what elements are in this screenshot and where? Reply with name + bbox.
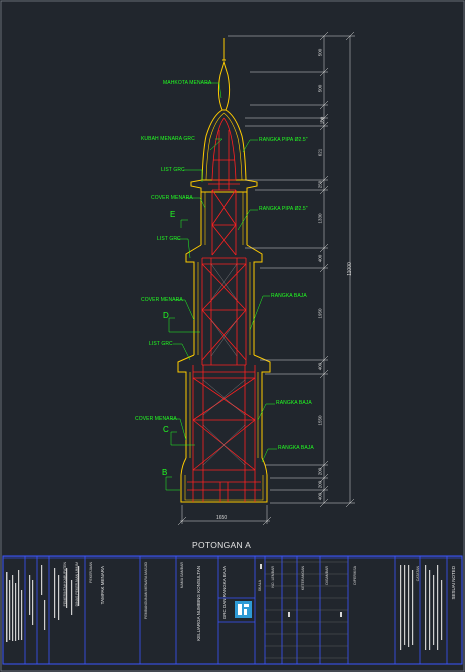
tb-konsultan: KELUARGA NUMBING KONSULTAN bbox=[196, 566, 201, 641]
tower-outline bbox=[177, 38, 271, 503]
tb-pekerjaan-label: PEKERJAAN bbox=[89, 562, 93, 583]
label-rangka-baja-middle: RANGKA BAJA bbox=[276, 400, 312, 406]
bracing-lines bbox=[202, 263, 246, 466]
dim-segment-4: 621 bbox=[317, 148, 323, 157]
label-kubah-menara: KUBAH MENARA GRC bbox=[141, 136, 195, 142]
dim-segment-10: 1550 bbox=[317, 415, 323, 426]
dim-segment-5: 250 bbox=[317, 180, 323, 189]
label-rangka-pipa-upper: RANGKA PIPA Ø2.5" bbox=[259, 137, 308, 143]
title-block bbox=[2, 555, 463, 665]
dim-segment-6: 1330 bbox=[317, 213, 323, 224]
label-rangka-baja-lower: RANGKA BAJA bbox=[278, 445, 314, 451]
dim-segment-3: 100 bbox=[319, 116, 325, 125]
tb-keterangan: KETERANGAN bbox=[301, 566, 305, 591]
section-letter-d: D bbox=[163, 311, 169, 320]
tb-diperiksa: DIPERIKSA bbox=[353, 566, 357, 585]
tb-project: PEMBANGUNAN MENARA MASJID bbox=[144, 562, 148, 619]
label-rangka-baja-upper: RANGKA BAJA bbox=[271, 293, 307, 299]
label-cover-menara-lower: COVER MENARA bbox=[135, 416, 177, 422]
tb-sesuai-noted: SESUAI NOTED bbox=[451, 566, 456, 600]
tb-no-lembar: NO. LEMBAR bbox=[271, 566, 275, 588]
label-rangka-pipa-lower: RANGKA PIPA Ø2.5" bbox=[259, 206, 308, 212]
tb-dinas: DINAS PEKERJAAN UMUM bbox=[75, 562, 79, 607]
label-cover-menara-middle: COVER MENARA bbox=[141, 297, 183, 303]
company-logo-icon bbox=[235, 601, 252, 618]
label-list-grc-middle: LIST GRC bbox=[157, 236, 181, 242]
label-cover-menara-upper: COVER MENARA bbox=[151, 195, 193, 201]
tb-digambar: DIGAMBAR bbox=[325, 566, 329, 585]
label-list-grc-upper: LIST GRC bbox=[161, 167, 185, 173]
tb-skala: SKALA bbox=[258, 580, 262, 592]
title-block-fine-text bbox=[6, 565, 443, 650]
tb-tampak-menara: TAMPAK MENARA bbox=[100, 566, 105, 605]
tb-catatan: CATATAN bbox=[416, 566, 420, 582]
dim-segment-8: 1950 bbox=[317, 308, 323, 319]
steel-frame bbox=[187, 117, 261, 502]
leader-lines bbox=[165, 82, 277, 491]
dim-segment-11: 200 bbox=[317, 467, 323, 476]
dimension-lines bbox=[177, 31, 355, 526]
dim-segment-7: 400 bbox=[317, 254, 323, 263]
tb-pemerintah: PEMERINTAH KABUPATEN bbox=[63, 562, 67, 607]
dim-total-height: 11000 bbox=[346, 262, 353, 276]
section-letter-e: E bbox=[170, 210, 176, 219]
section-letter-c: C bbox=[163, 425, 169, 434]
dim-segment-1: 500 bbox=[317, 48, 323, 57]
dim-segment-12: 200 bbox=[317, 480, 323, 489]
tb-nama-gambar: NAMA GAMBAR bbox=[180, 562, 184, 589]
dim-segment-13: 400 bbox=[317, 492, 323, 501]
dim-segment-9: 400 bbox=[317, 362, 323, 371]
section-letter-b: B bbox=[162, 468, 168, 477]
dim-base-width: 1650 bbox=[216, 515, 228, 521]
tb-grc-rangka: GRC DAN RANGKA BAJA bbox=[222, 566, 227, 620]
label-mahkota-menara: MAHKOTA MENARA bbox=[163, 80, 212, 86]
label-list-grc-lower: LIST GRC bbox=[149, 341, 173, 347]
dim-segment-2: 500 bbox=[317, 84, 323, 93]
drawing-caption: POTONGAN A bbox=[192, 540, 252, 550]
